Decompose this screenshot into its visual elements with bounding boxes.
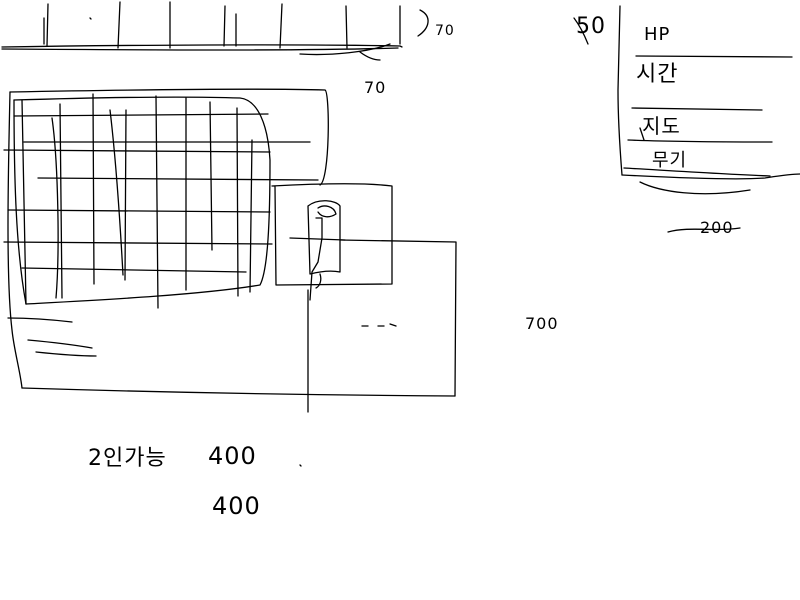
- player-box: [272, 184, 392, 412]
- top-bar-size-label-right: 70: [435, 24, 455, 38]
- hud-size-label-left: 50: [576, 16, 606, 38]
- map-grid: [4, 94, 318, 308]
- resolution-width-value: 400: [208, 444, 257, 468]
- hud-size-label-below: 200: [700, 220, 734, 236]
- top-bar-size-label-below: 70: [364, 80, 386, 96]
- map-size-label-right: 700: [525, 316, 559, 332]
- hud-item-weapon: 무기: [652, 152, 687, 170]
- map-frame: [8, 89, 456, 396]
- hud-item-hp: HP: [644, 26, 670, 44]
- resolution-height-value: 400: [212, 494, 261, 518]
- stray-marks: [300, 228, 740, 466]
- resolution-title: 2인가능: [88, 448, 167, 470]
- hud-item-time: 시간: [636, 64, 678, 86]
- hud-item-map: 지도: [642, 116, 681, 136]
- top-bar: [2, 2, 428, 60]
